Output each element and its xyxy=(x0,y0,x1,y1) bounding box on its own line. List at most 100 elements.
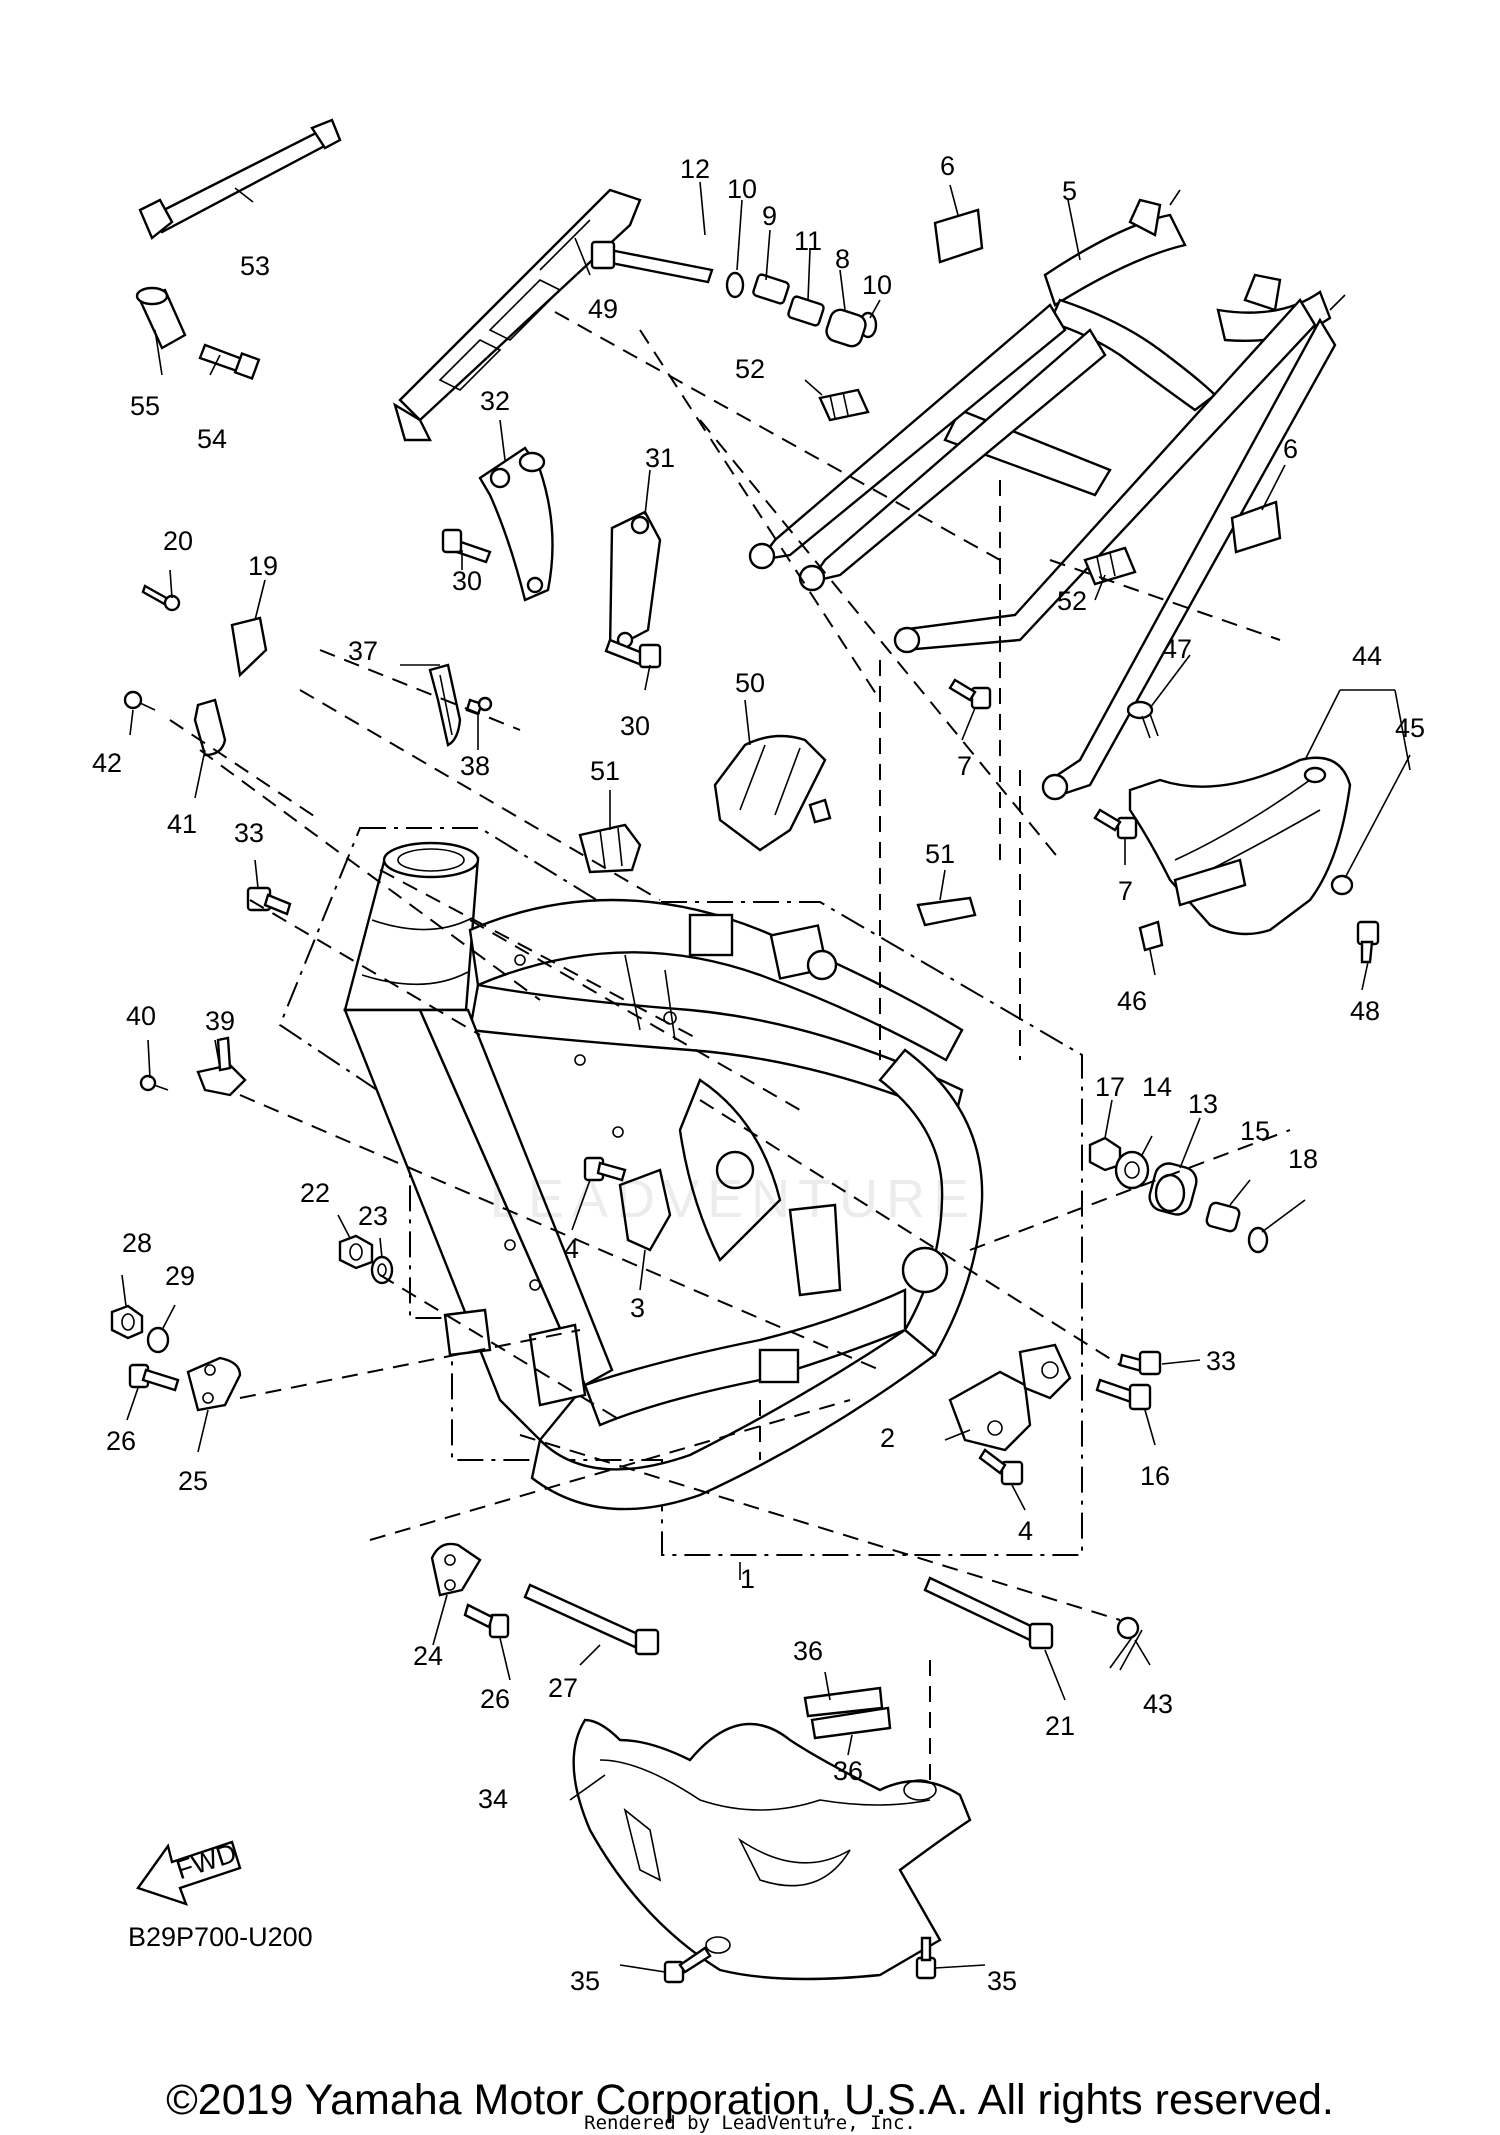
part-44-side-cover xyxy=(1128,756,1352,936)
callout-30: 30 xyxy=(620,711,650,741)
part-33-bolt xyxy=(246,886,1162,1376)
copyright-notice: ©2019 Yamaha Motor Corporation, U.S.A. A… xyxy=(166,2076,1334,2124)
part-24-bracket xyxy=(430,1542,482,1597)
part-22-nut xyxy=(338,1234,374,1270)
diagram-code: B29P700-U200 xyxy=(128,1922,313,1952)
callout-55: 55 xyxy=(130,391,160,421)
part-48-bolt xyxy=(1356,920,1380,964)
callout-12: 12 xyxy=(680,154,710,184)
part-8-bush xyxy=(825,308,867,348)
callout-4: 4 xyxy=(564,1234,579,1264)
part-14-collar xyxy=(1114,1150,1150,1190)
callout-5: 5 xyxy=(1062,176,1077,206)
part-16-bolt xyxy=(1095,1378,1152,1411)
sub-frame xyxy=(748,189,1346,801)
callout-48: 48 xyxy=(1350,996,1380,1026)
part-45-collar xyxy=(1330,874,1354,896)
callout-35: 35 xyxy=(987,1966,1017,1996)
part-11-collar xyxy=(787,295,825,327)
callout-35: 35 xyxy=(570,1966,600,1996)
callout-18: 18 xyxy=(1288,1144,1318,1174)
part-9-collar xyxy=(752,273,790,305)
callout-3: 3 xyxy=(630,1293,645,1323)
callout-25: 25 xyxy=(178,1466,208,1496)
callout-53: 53 xyxy=(240,251,270,281)
part-27-bolt xyxy=(523,1583,660,1656)
callout-21: 21 xyxy=(1045,1711,1075,1741)
callout-33: 33 xyxy=(1206,1346,1236,1376)
callout-22: 22 xyxy=(300,1178,330,1208)
callout-34: 34 xyxy=(478,1784,508,1814)
callout-16: 16 xyxy=(1140,1461,1170,1491)
main-frame xyxy=(278,827,1083,1556)
callout-28: 28 xyxy=(122,1228,152,1258)
callout-9: 9 xyxy=(762,201,777,231)
callout-27: 27 xyxy=(548,1673,578,1703)
callout-41: 41 xyxy=(167,809,197,839)
rendered-by-notice: Rendered by LeadVenture, Inc. xyxy=(584,2112,916,2134)
callout-19: 19 xyxy=(248,551,278,581)
part-32-bracket xyxy=(478,446,554,602)
callout-30: 30 xyxy=(452,566,482,596)
leader-lines xyxy=(121,181,1411,1973)
part-46-clip xyxy=(1138,920,1164,952)
part-36-strip xyxy=(803,1686,892,1740)
part-26-bolt xyxy=(128,1363,510,1639)
part-20-pin xyxy=(141,584,181,612)
callout-29: 29 xyxy=(165,1261,195,1291)
callout-31: 31 xyxy=(645,443,675,473)
callout-2: 2 xyxy=(880,1423,895,1453)
part-28-nut xyxy=(110,1304,144,1340)
part-53-wrench xyxy=(138,118,342,240)
part-49-chain-slider xyxy=(393,188,642,442)
part-7-bolt xyxy=(948,678,1138,840)
callout-51: 51 xyxy=(590,756,620,786)
callout-32: 32 xyxy=(480,386,510,416)
part-39-bracket xyxy=(196,1036,247,1097)
callout-14: 14 xyxy=(1142,1072,1172,1102)
callout-54: 54 xyxy=(197,424,227,454)
part-4-bolt xyxy=(583,1156,1024,1486)
part-23-washer xyxy=(370,1255,394,1285)
part-30-bolt xyxy=(441,528,662,669)
callout-numbers: 1 2 3 4 4 5 6 6 7 7 8 9 10 10 11 12 13 1… xyxy=(92,151,1425,1996)
callout-47: 47 xyxy=(1162,634,1192,664)
callout-7: 7 xyxy=(1118,876,1133,906)
callout-42: 42 xyxy=(92,748,122,778)
part-50-cover xyxy=(713,734,832,852)
callout-26: 26 xyxy=(480,1684,510,1714)
callout-17: 17 xyxy=(1095,1072,1125,1102)
callout-43: 43 xyxy=(1143,1689,1173,1719)
callout-1: 1 xyxy=(740,1564,755,1594)
callout-45: 45 xyxy=(1395,713,1425,743)
callout-7: 7 xyxy=(957,751,972,781)
part-3-bracket xyxy=(618,1168,672,1252)
callout-40: 40 xyxy=(126,1001,156,1031)
part-35-bolt xyxy=(663,1936,937,1984)
callout-52: 52 xyxy=(735,354,765,384)
callout-33: 33 xyxy=(234,818,264,848)
callout-37: 37 xyxy=(348,636,378,666)
part-19-holder xyxy=(230,616,268,678)
callout-13: 13 xyxy=(1188,1089,1218,1119)
callout-39: 39 xyxy=(205,1006,235,1036)
callout-46: 46 xyxy=(1117,986,1147,1016)
callout-11: 11 xyxy=(794,226,822,256)
callout-49: 49 xyxy=(588,294,618,324)
part-52-clamp xyxy=(818,388,1137,586)
callout-36: 36 xyxy=(833,1756,863,1786)
part-51-clamp xyxy=(578,823,977,927)
callout-20: 20 xyxy=(163,526,193,556)
part-2-bracket xyxy=(948,1343,1072,1452)
callout-52: 52 xyxy=(1057,586,1087,616)
callout-24: 24 xyxy=(413,1641,443,1671)
callout-50: 50 xyxy=(735,668,765,698)
callout-44: 44 xyxy=(1352,641,1382,671)
part-43-pin xyxy=(1109,1616,1143,1671)
part-18-washer xyxy=(1247,1226,1269,1254)
part-47-bolt xyxy=(1126,700,1159,739)
callout-36: 36 xyxy=(793,1636,823,1666)
part-41-bracket xyxy=(193,698,227,757)
part-42-screw xyxy=(123,690,156,711)
callout-10: 10 xyxy=(727,174,757,204)
